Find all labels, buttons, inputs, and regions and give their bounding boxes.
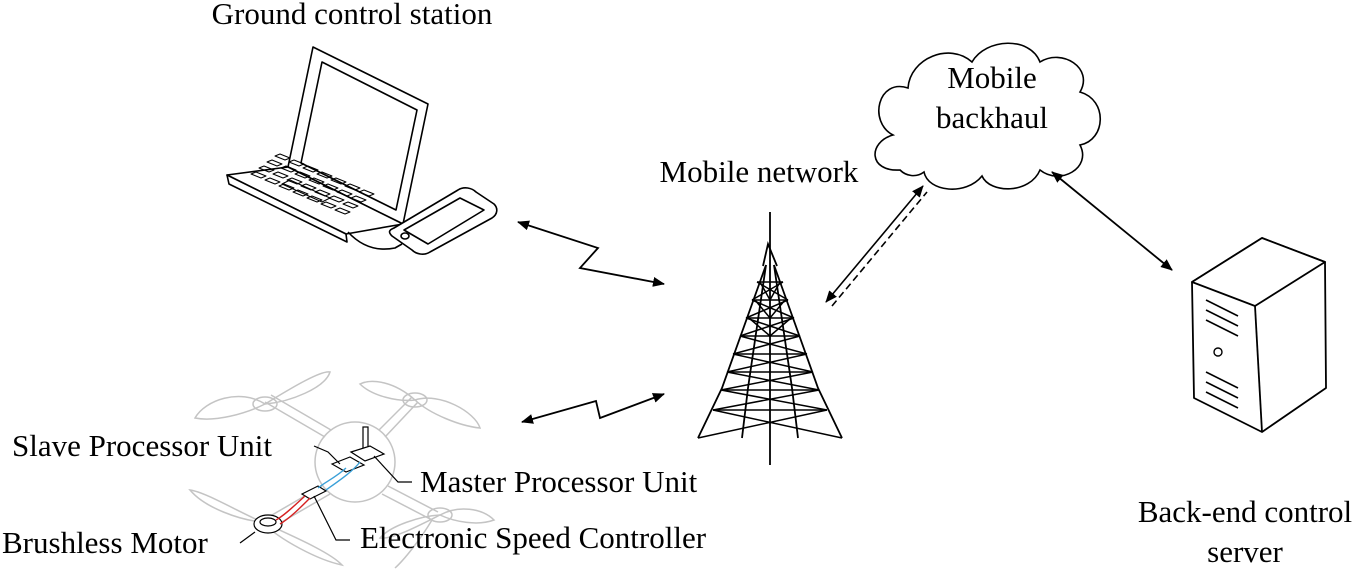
mobile-backhaul-label-line1: Mobile [947, 60, 1037, 95]
mobile-network-label: Mobile network [660, 154, 859, 189]
master-processor-label: Master Processor Unit [420, 464, 698, 499]
mobile-backhaul-label-line2: backhaul [936, 100, 1048, 135]
cloud-icon [874, 42, 1102, 190]
cell-tower-icon [697, 212, 843, 465]
laptop-icon [226, 46, 429, 250]
esc-label: Electronic Speed Controller [360, 520, 707, 555]
brushless-motor-label: Brushless Motor [2, 525, 208, 560]
brushless-motor-leader [239, 531, 256, 544]
esc-leader [313, 495, 350, 541]
slave-processor-leader [313, 445, 341, 465]
link-tower-backhaul [825, 185, 928, 307]
backend-server-label-line2: server [1207, 534, 1283, 569]
drone-leader-lines [239, 445, 412, 544]
server-icon [1191, 237, 1327, 433]
master-processor-leader [373, 455, 412, 483]
drone-electronics [253, 426, 386, 534]
drone-wiring [275, 461, 361, 525]
backend-server-label-line1: Back-end control [1138, 494, 1352, 529]
wireless-link-drone-tower [521, 393, 665, 424]
slave-processor-label: Slave Processor Unit [12, 428, 272, 463]
ground-station-label: Ground control station [212, 0, 493, 31]
link-backhaul-server [1051, 171, 1173, 271]
smartphone-icon [388, 187, 498, 255]
wireless-link-ground-tower [517, 220, 665, 287]
